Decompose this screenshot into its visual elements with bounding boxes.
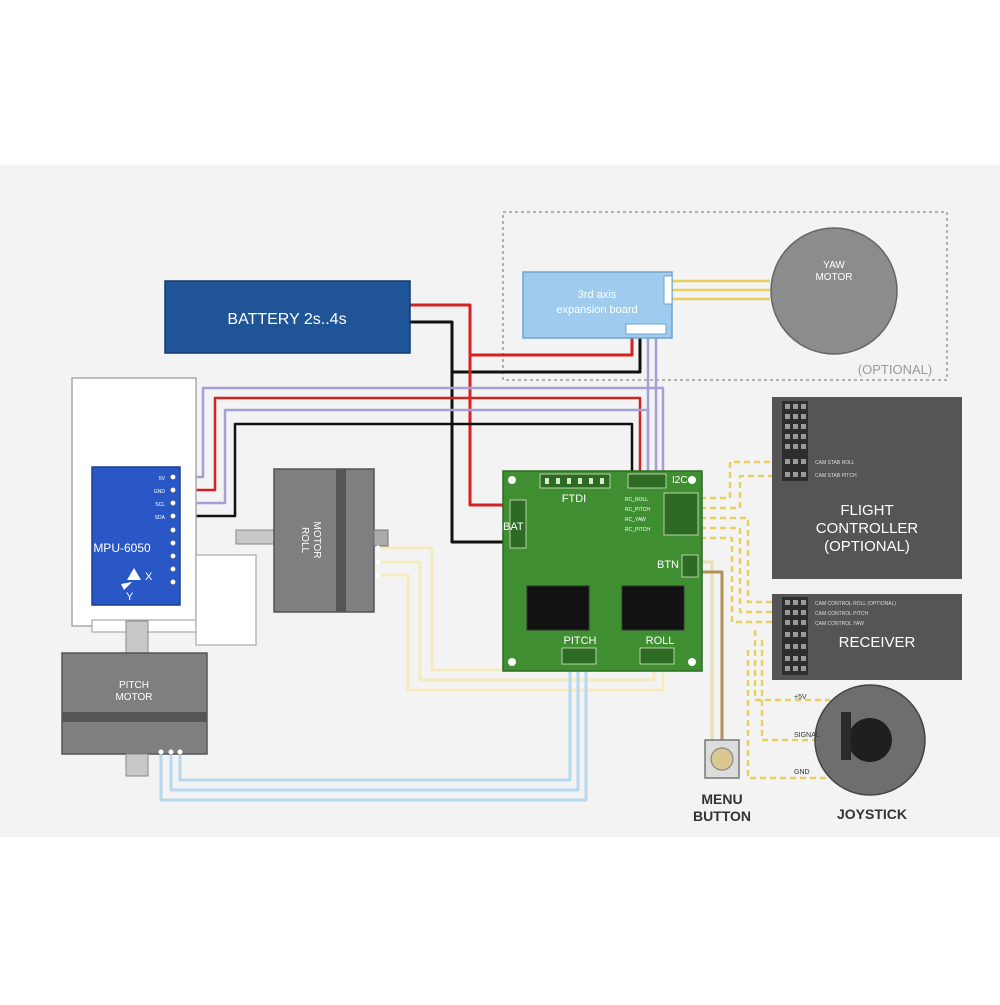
wire-roll-3	[378, 573, 665, 692]
controller-board: FTDI I2C BAT RC_ROLL RC_PITCH RC_YAW RC_…	[502, 470, 703, 672]
fc-label-1: FLIGHT	[840, 502, 893, 519]
btn-header	[681, 554, 699, 578]
rc-label-2: RC_PITCH	[625, 507, 650, 513]
receiver: CAM CONTROL ROLL (OPTIONAL) CAM CONTROL …	[772, 594, 962, 680]
imu-axis-x: X	[145, 571, 153, 583]
wire-rc-fc-2	[700, 474, 784, 510]
joystick-knob-icon[interactable]	[848, 718, 892, 762]
rc-header	[663, 492, 699, 536]
expansion-i2c-header	[625, 323, 667, 335]
wire-imu-red	[178, 396, 642, 492]
ftdi-header	[539, 473, 611, 489]
bat-connector	[509, 499, 527, 549]
menu-button-label-2: BUTTON	[693, 808, 751, 824]
wire-battery-black-to-bat	[450, 372, 510, 544]
roll-bracket	[195, 554, 257, 646]
wire-rc-rx-1	[700, 516, 784, 604]
joystick-pin-5v: +5V	[794, 694, 807, 701]
ftdi-label: FTDI	[562, 493, 586, 505]
battery-label: BATTERY 2s..4s	[227, 311, 346, 328]
expansion-label-1: 3rd axis	[578, 289, 617, 301]
yaw-motor-label-2: MOTOR	[815, 272, 852, 283]
optional-area-outline	[502, 211, 948, 381]
i2c-label: I2C	[672, 475, 688, 486]
wire-pitch-2	[169, 664, 580, 792]
wire-battery-red-to-bat	[468, 355, 510, 507]
pitch-motor: PITCH MOTOR	[61, 620, 208, 777]
receiver-pin-label-2: CAM CONTROL PITCH	[815, 611, 869, 617]
joystick[interactable]: +5V SIGNAL GND JOYSTICK	[794, 684, 926, 822]
wire-btn-1	[700, 560, 714, 740]
joystick-pin-gnd: GND	[794, 769, 810, 776]
wire-imu-scl	[178, 408, 650, 505]
imu-axis-y: Y	[126, 591, 134, 603]
btn-label: BTN	[657, 559, 679, 571]
rc-label-3: RC_YAW	[625, 517, 646, 523]
i2c-header	[627, 473, 667, 489]
fc-label-3: (OPTIONAL)	[824, 538, 910, 555]
imu-pin-scl: SCL	[155, 502, 165, 508]
imu-pin-gnd: GND	[154, 489, 166, 495]
expansion-label-2: expansion board	[556, 304, 637, 316]
menu-button[interactable]: MENU BUTTON	[693, 739, 751, 824]
fc-label-2: CONTROLLER	[816, 520, 919, 537]
roll-header	[639, 647, 675, 665]
wire-joy-signal	[760, 640, 830, 742]
imu-arrow-down-icon	[121, 582, 132, 590]
imu-pin-holes	[170, 474, 176, 585]
pitch-motor-label-2: MOTOR	[115, 692, 152, 703]
optional-label: (OPTIONAL)	[858, 362, 932, 377]
wire-rc-rx-2	[700, 526, 784, 614]
roll-motor-label-2: MOTOR	[311, 521, 322, 558]
receiver-pin-label-3: CAM CONTROL YAW	[815, 621, 864, 627]
joystick-label: JOYSTICK	[837, 806, 907, 822]
roll-motor: ROLL MOTOR	[235, 468, 389, 613]
imu-arrow-up-icon	[127, 568, 141, 580]
roll-motor-label-1: ROLL	[299, 527, 310, 554]
imu-pin-sda: SDA	[155, 515, 166, 521]
pitch-header	[561, 647, 597, 665]
yaw-motor: YAW MOTOR (OPTIONAL)	[770, 227, 932, 377]
imu-pin-5v: 5V	[159, 476, 166, 482]
battery-block: BATTERY 2s..4s	[164, 280, 411, 354]
rc-label-4: RC_PITCH	[625, 527, 650, 533]
driver-chip-left	[526, 585, 590, 631]
pitch-header-label: PITCH	[564, 635, 597, 647]
rc-label-1: RC_ROLL	[625, 497, 648, 503]
wire-imu-gnd	[178, 422, 634, 518]
wire-btn-2	[700, 570, 724, 740]
bat-label: BAT	[503, 521, 524, 533]
pitch-motor-shaft-top	[125, 620, 149, 654]
fc-pin-header	[782, 401, 808, 481]
wire-pitch-3	[178, 664, 572, 782]
flight-controller: CAM STAB ROLL CAM STAB PITCH FLIGHT CONT…	[772, 397, 962, 579]
wire-rc-rx-3	[700, 536, 784, 624]
joystick-potentiometer	[841, 712, 851, 760]
receiver-label: RECEIVER	[839, 634, 916, 651]
wire-roll-2	[378, 560, 656, 682]
pitch-motor-label-1: PITCH	[119, 680, 149, 691]
roll-header-label: ROLL	[646, 635, 675, 647]
wire-pitch-1	[159, 664, 588, 802]
menu-button-label-1: MENU	[701, 791, 742, 807]
driver-chip-right	[621, 585, 685, 631]
joystick-pin-signal: SIGNAL	[794, 732, 820, 739]
wire-rc-fc-1	[700, 460, 784, 500]
fc-pin-label-1: CAM STAB ROLL	[815, 460, 855, 466]
receiver-pin-label-1: CAM CONTROL ROLL (OPTIONAL)	[815, 601, 896, 607]
button-cap-icon[interactable]	[710, 747, 734, 771]
expansion-yaw-header	[663, 275, 673, 305]
wire-joy-5v	[753, 630, 830, 702]
expansion-board: 3rd axis expansion board	[522, 271, 673, 339]
fc-pin-label-2: CAM STAB PITCH	[815, 473, 857, 479]
mpu6050-board: 5V GND SCL SDA MPU-6050 X Y	[91, 466, 181, 606]
wire-joy-gnd	[746, 650, 830, 780]
yaw-motor-label-1: YAW	[823, 260, 845, 271]
pitch-motor-shaft-bottom	[125, 753, 149, 777]
imu-label: MPU-6050	[93, 541, 151, 555]
